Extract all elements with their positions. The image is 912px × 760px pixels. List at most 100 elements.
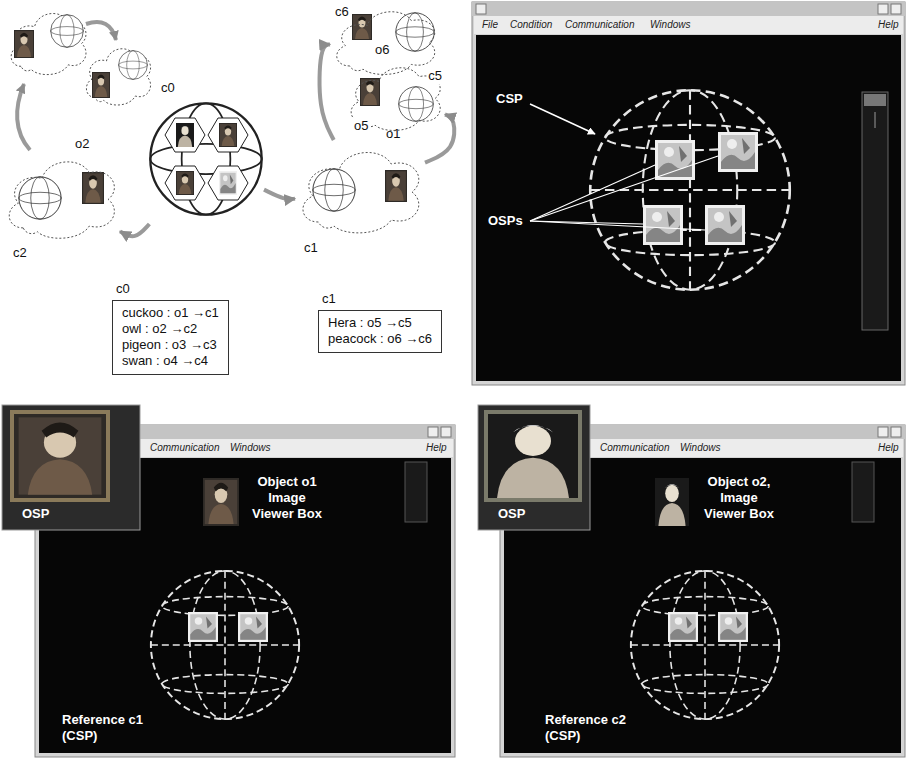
side-bar — [852, 462, 874, 522]
object-hexagon — [165, 166, 205, 200]
object-picture — [92, 72, 110, 98]
object-picture — [705, 205, 745, 245]
object-picture — [219, 171, 237, 195]
screen-label: OSPs — [488, 213, 523, 229]
object-picture — [176, 123, 194, 147]
screen-label: Reference c1 (CSP) — [62, 712, 154, 744]
osp-picture — [488, 414, 578, 498]
object-picture — [643, 205, 683, 245]
object-picture — [655, 140, 695, 180]
table-row: cuckoo : o1 →c1 — [122, 305, 219, 321]
context-arrow — [17, 84, 30, 150]
table-row: pigeon : o3 →c3 — [122, 337, 219, 353]
menu-item: File — [482, 19, 498, 31]
screen-label: OSP — [22, 506, 49, 522]
context-sphere — [150, 103, 261, 214]
menu-item: Communication — [150, 442, 219, 454]
cloud-outline — [295, 140, 425, 240]
osp-picture — [14, 414, 106, 498]
object-picture — [14, 30, 34, 58]
object-picture — [360, 78, 380, 106]
object-hexagon — [208, 118, 248, 152]
menu-bar — [474, 16, 903, 34]
object-picture — [188, 612, 218, 642]
object-label: o6 — [374, 42, 390, 58]
osp-frame — [484, 410, 582, 502]
window-button — [441, 427, 451, 437]
context-label: c1 — [322, 291, 336, 307]
object-label: o2 — [74, 136, 90, 152]
screen-label: OSP — [498, 506, 525, 522]
cloud-node: c6 o6 — [330, 2, 440, 80]
object-picture — [718, 612, 748, 642]
context-label: c0 — [116, 281, 130, 297]
context-sphere — [396, 13, 434, 51]
object-picture — [718, 132, 758, 172]
leader-line — [530, 165, 655, 221]
image-viewer — [203, 478, 239, 526]
object-picture — [352, 14, 372, 40]
table-row: swan : o4 →c4 — [122, 353, 219, 369]
side-bar-mark — [875, 112, 876, 128]
window-button — [878, 4, 888, 14]
table-row: peacock : o6 →c6 — [328, 331, 432, 347]
context-sphere — [631, 571, 779, 719]
window-frame — [472, 2, 905, 385]
object-picture — [82, 172, 104, 204]
cloud-node: c2o2 — [2, 150, 120, 245]
view-area — [476, 35, 901, 381]
context-label: c6 — [334, 4, 350, 20]
window-icon — [476, 4, 486, 14]
cloud-outline — [2, 150, 120, 245]
osp-frame — [10, 410, 110, 502]
table-row: Hera : o5 →c5 — [328, 315, 432, 331]
screen-label: CSP — [496, 91, 523, 107]
object-hexagon — [208, 166, 248, 200]
title-bar — [472, 2, 905, 16]
menu-item: Help — [878, 19, 899, 31]
leader-line — [530, 221, 705, 230]
context-label: c1 — [303, 240, 319, 256]
context-label: c5 — [427, 68, 443, 84]
menu-item: Help — [878, 442, 899, 454]
flow-arrow — [320, 44, 334, 140]
image-viewer — [655, 478, 689, 526]
leader-line — [530, 156, 718, 221]
context-sphere — [313, 169, 355, 211]
screen-label: Reference c2 (CSP) — [545, 712, 637, 744]
window-button — [891, 427, 901, 437]
context-arrow — [86, 22, 116, 40]
object-picture — [238, 612, 268, 642]
osp-inset — [478, 405, 590, 530]
context-sphere — [51, 15, 84, 48]
context-label: c2 — [12, 245, 28, 261]
menu-item: Windows — [680, 442, 720, 454]
osp-inset — [2, 405, 140, 530]
table-row: owl : o2 →c2 — [122, 321, 219, 337]
window-button — [878, 427, 888, 437]
cloud-outline — [303, 153, 419, 233]
table-box: c0cuckoo : o1 →c1owl : o2 →c2pigeon : o3… — [112, 300, 229, 375]
flow-arrow — [264, 190, 295, 199]
sphere-node: c0 — [148, 98, 264, 224]
context-sphere — [399, 87, 434, 122]
context-label: c0 — [160, 80, 176, 96]
object-label: o1 — [385, 126, 401, 142]
side-bar — [862, 92, 888, 330]
leader-line — [530, 104, 595, 134]
cloud-outline — [9, 162, 114, 238]
object-picture — [668, 612, 698, 642]
context-sphere — [151, 571, 299, 719]
cloud-node: c1o1 — [295, 140, 425, 240]
screen-label: Object o1 Image Viewer Box — [248, 474, 326, 522]
object-picture — [219, 123, 237, 147]
cloud-outline — [337, 12, 435, 75]
window-button — [891, 4, 901, 14]
side-bar — [405, 462, 427, 522]
object-label: o5 — [353, 118, 369, 134]
context-cloud — [86, 49, 150, 105]
menu-item: Condition — [510, 19, 552, 31]
side-bar-knob — [864, 94, 886, 106]
